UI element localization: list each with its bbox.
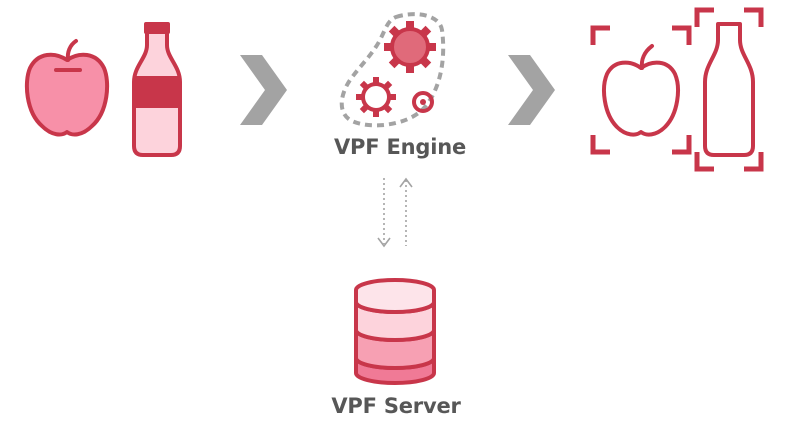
chevron-right-icon: [240, 55, 287, 125]
server-label: VPF Server: [331, 394, 461, 418]
database-icon: [354, 278, 436, 385]
apple-icon: [24, 39, 110, 137]
sync-arrows: [377, 177, 413, 248]
bottle-icon: [132, 22, 182, 157]
engine-label: VPF Engine: [333, 135, 467, 159]
chevron-right-icon: [508, 55, 555, 125]
bottle-icon: [703, 22, 755, 157]
focus-frame-icon: [590, 25, 692, 155]
gears-icon: [339, 12, 446, 128]
focus-frame-icon: [694, 7, 764, 172]
apple-icon: [602, 44, 680, 137]
